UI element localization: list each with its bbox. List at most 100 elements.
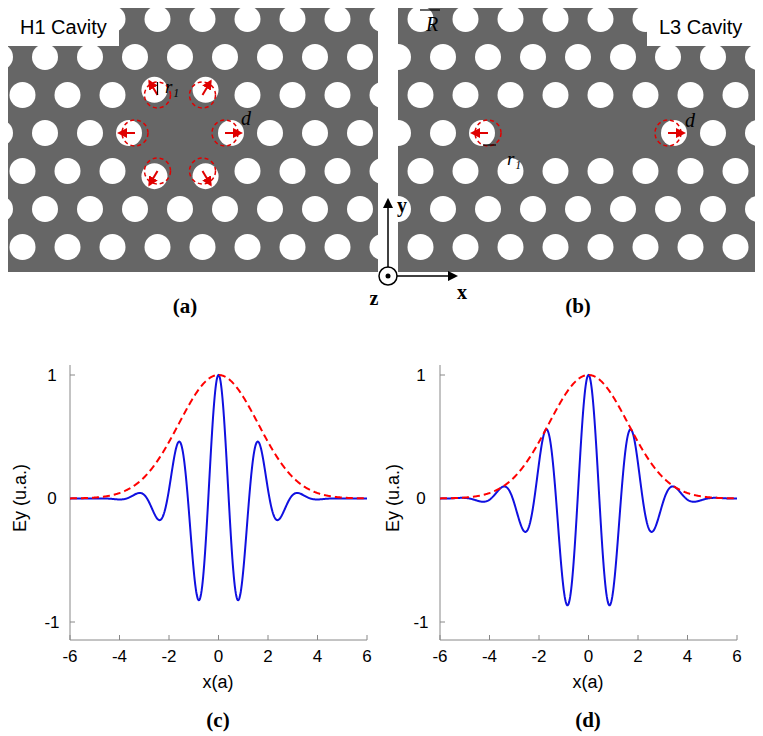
tick-mark	[169, 635, 170, 640]
air-hole	[661, 120, 687, 146]
air-hole	[325, 234, 351, 260]
panel-label: (d)	[575, 710, 601, 731]
axis-name: x	[457, 282, 467, 302]
photonic-crystal-slab	[398, 8, 755, 272]
air-hole	[453, 234, 479, 260]
dimension-label: R	[426, 14, 438, 34]
air-hole	[77, 120, 103, 146]
air-hole	[77, 196, 103, 222]
dimension-line	[420, 9, 440, 10]
dimension-line	[483, 144, 496, 145]
z-axis-dot	[386, 274, 391, 279]
air-hole	[678, 158, 704, 184]
air-hole	[325, 82, 351, 108]
air-hole	[469, 120, 495, 146]
air-hole	[430, 120, 456, 146]
air-hole	[8, 196, 13, 222]
air-hole	[370, 82, 379, 108]
field-plot	[70, 365, 367, 640]
tick-mark	[588, 635, 589, 640]
air-hole	[700, 120, 726, 146]
air-hole	[475, 196, 501, 222]
air-hole	[588, 8, 614, 32]
field-curve	[70, 375, 367, 600]
tick-mark	[440, 622, 445, 623]
air-hole	[235, 8, 261, 32]
air-hole	[10, 234, 36, 260]
envelope-curve	[70, 375, 367, 498]
tick-mark	[687, 635, 688, 640]
air-hole	[453, 158, 479, 184]
axis-title: Ey (u.a.)	[384, 464, 402, 532]
panel-label: (a)	[173, 296, 198, 317]
air-hole	[678, 82, 704, 108]
original-hole-position	[190, 82, 216, 108]
tick-label: -4	[112, 648, 127, 665]
z-axis-symbol	[379, 267, 397, 285]
photonic-crystal-slab	[8, 8, 378, 272]
title-box: L3 Cavity	[647, 8, 755, 46]
air-hole	[498, 82, 524, 108]
air-hole	[408, 158, 434, 184]
air-hole	[723, 82, 749, 108]
air-hole	[8, 44, 13, 70]
air-hole	[100, 158, 126, 184]
tick-mark	[119, 635, 120, 640]
air-hole	[498, 8, 524, 32]
air-hole	[565, 44, 591, 70]
tick-label: 4	[313, 648, 322, 665]
tick-label: 0	[584, 648, 593, 665]
original-hole-position	[145, 158, 171, 184]
air-hole	[302, 120, 328, 146]
axis-name: z	[370, 288, 379, 308]
air-hole	[325, 8, 351, 32]
tick-mark	[268, 635, 269, 640]
air-hole	[565, 196, 591, 222]
air-hole	[235, 234, 261, 260]
dimension-label: r₁	[507, 149, 521, 168]
air-hole	[145, 234, 171, 260]
air-hole	[280, 234, 306, 260]
air-hole	[543, 8, 569, 32]
shift-arrow	[225, 132, 241, 134]
tick-mark	[70, 635, 71, 640]
air-hole	[543, 158, 569, 184]
air-hole	[543, 82, 569, 108]
air-hole	[325, 158, 351, 184]
tick-mark	[440, 635, 441, 640]
air-hole	[193, 77, 219, 103]
air-hole	[723, 234, 749, 260]
air-hole	[100, 234, 126, 260]
air-hole	[32, 196, 58, 222]
air-hole	[370, 8, 379, 32]
panel-title: L3 Cavity	[659, 16, 743, 38]
air-hole	[370, 234, 379, 260]
shift-arrow	[203, 171, 211, 185]
axis-title: Ey (u.a.)	[11, 464, 29, 532]
tick-label: 2	[263, 648, 272, 665]
air-hole	[122, 196, 148, 222]
air-hole	[257, 44, 283, 70]
air-hole	[190, 234, 216, 260]
axis-title: x(a)	[203, 673, 234, 691]
field-curve	[440, 375, 737, 605]
tick-mark	[70, 375, 75, 376]
slab-ground	[8, 8, 378, 272]
tick-mark	[367, 635, 368, 640]
air-hole	[280, 82, 306, 108]
x-axis-arrow	[388, 275, 456, 277]
air-hole	[347, 44, 373, 70]
dimension-label: d	[241, 108, 251, 128]
title-box: H1 Cavity	[8, 8, 119, 46]
tick-label: -6	[432, 648, 447, 665]
tick-label: 0	[416, 490, 425, 507]
air-hole	[498, 234, 524, 260]
air-hole	[122, 44, 148, 70]
shift-arrow	[149, 81, 157, 95]
air-hole	[10, 82, 36, 108]
air-hole	[55, 234, 81, 260]
air-hole	[610, 196, 636, 222]
shift-arrow	[668, 132, 684, 134]
tick-label: -1	[44, 614, 59, 631]
air-hole	[633, 234, 659, 260]
